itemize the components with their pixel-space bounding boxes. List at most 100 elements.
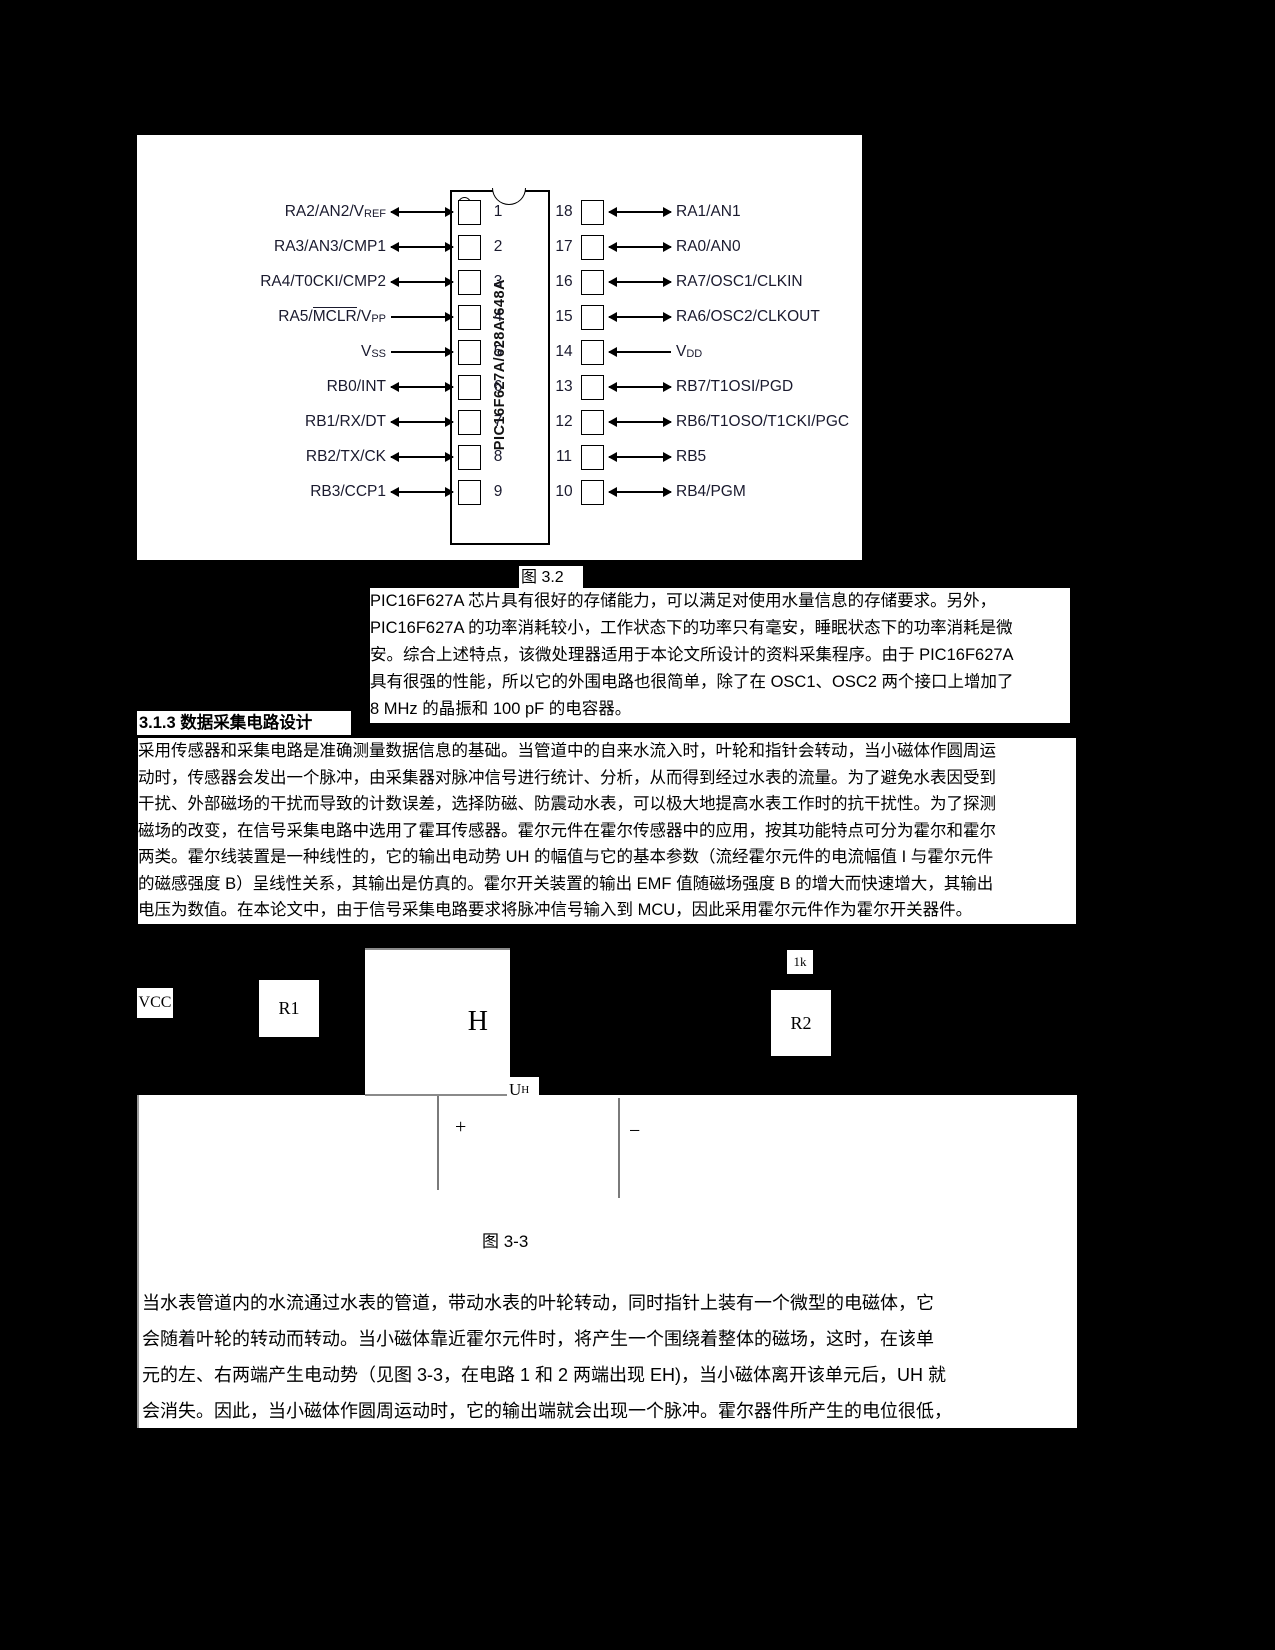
pin-row-left-8: RB2/TX/CK 8 — [197, 440, 515, 474]
pin-box — [458, 304, 481, 330]
pin-box — [458, 339, 481, 365]
pin-box — [581, 409, 604, 435]
resistor-r2-value-label: 1k — [787, 950, 813, 974]
pin-box — [458, 199, 481, 225]
pin-arrow-input — [391, 346, 454, 358]
pin-row-right-1: 18 RA1/AN1 — [547, 195, 867, 229]
pin-number: 18 — [555, 203, 573, 220]
pin-box — [458, 444, 481, 470]
pin-number: 3 — [493, 273, 503, 290]
pin-box — [581, 444, 604, 470]
pin-number: 8 — [493, 448, 503, 465]
pin-number: 17 — [555, 238, 573, 255]
pin-arrow-bidir — [390, 486, 454, 498]
pin-number: 4 — [493, 308, 503, 325]
pin-label-rb2: RB2/TX/CK — [305, 448, 386, 465]
paper-band-bottom — [137, 1280, 1077, 1428]
pin-number: 10 — [555, 483, 573, 500]
figure-3-3-caption: 图 3-3 — [480, 1230, 564, 1254]
hall-element-label: H — [467, 1006, 488, 1037]
pin-arrow-bidir — [608, 451, 672, 463]
pin-label-rb4: RB4/PGM — [676, 483, 746, 500]
pin-row-left-6: RB0/INT 6 — [197, 370, 515, 404]
pin-arrow-input — [391, 311, 454, 323]
pin-label-rb0: RB0/INT — [326, 378, 386, 395]
pin-number: 7 — [493, 413, 503, 430]
page-left-margin-rule-bottom — [137, 1280, 139, 1428]
pin-number: 15 — [555, 308, 573, 325]
pin-arrow-bidir — [390, 451, 454, 463]
pin-row-left-2: RA3/AN3/CMP1 2 — [197, 230, 515, 264]
pin-number: 6 — [493, 378, 503, 395]
pin-arrow-bidir — [390, 241, 454, 253]
pin-arrow-bidir — [608, 381, 672, 393]
pin-row-right-8: 11 RB5 — [547, 440, 867, 474]
pin-row-right-2: 17 RA0/AN0 — [547, 230, 867, 264]
pin-label-rb5: RB5 — [676, 448, 707, 465]
pin-box — [458, 409, 481, 435]
pin-row-left-9: RB3/CCP1 9 — [197, 475, 515, 509]
pin-number: 9 — [493, 483, 503, 500]
hall-element-core: H — [365, 948, 510, 1096]
pin-box — [581, 339, 604, 365]
pin-arrow-bidir — [608, 241, 672, 253]
section-heading-3-1-3: 3.1.3 数据采集电路设计 — [137, 711, 351, 735]
pin-label-ra1: RA1/AN1 — [676, 203, 741, 220]
paragraph-water-meter-operation: 当水表管道内的水流通过水表的管道，带动水表的叶轮转动，同时指针上装有一个微型的电… — [142, 1293, 952, 1421]
pin-box — [458, 234, 481, 260]
pin-arrow-bidir — [390, 276, 454, 288]
pin-number: 2 — [493, 238, 503, 255]
pin-label-ra7: RA7/OSC1/CLKIN — [676, 273, 803, 290]
pin-box — [458, 479, 481, 505]
pin-box — [458, 374, 481, 400]
polarity-minus-sign: − — [629, 1120, 641, 1142]
pin-arrow-bidir — [608, 276, 672, 288]
pin-number: 11 — [555, 448, 573, 465]
pin-box — [581, 479, 604, 505]
pin-row-left-4: RA5/MCLR/VPP 4 — [197, 300, 515, 334]
pin-row-left-3: RA4/T0CKI/CMP2 3 — [197, 265, 515, 299]
pin-label-ra0: RA0/AN0 — [676, 238, 741, 255]
pin-arrow-bidir — [390, 416, 454, 428]
pin-box — [581, 234, 604, 260]
pin-label-rb3: RB3/CCP1 — [310, 483, 386, 500]
paragraph-data-acquisition-circuit: 采用传感器和采集电路是准确测量数据信息的基础。当管道中的自来水流入时，叶轮和指针… — [138, 738, 1076, 924]
pin-arrow-bidir — [608, 206, 672, 218]
pin-row-right-4: 15 RA6/OSC2/CLKOUT — [547, 300, 867, 334]
vcc-label: VCC — [137, 988, 173, 1018]
pin-arrow-bidir — [608, 416, 672, 428]
pin-row-left-1: RA2/AN2/VREF 1 — [197, 195, 515, 229]
pin-label-ra5: RA5/MCLR/VPP — [278, 307, 386, 325]
figure-white-area — [137, 1095, 1077, 1280]
pin-label-vss: VSS — [360, 343, 386, 360]
wire-center-left — [437, 1030, 439, 1190]
pin-number: 13 — [555, 378, 573, 395]
pin-arrow-output — [608, 346, 671, 358]
pin-arrow-bidir — [390, 381, 454, 393]
pin-box — [581, 269, 604, 295]
polarity-plus-sign: + — [455, 1116, 467, 1138]
pin-row-right-3: 16 RA7/OSC1/CLKIN — [547, 265, 867, 299]
pin-label-rb1: RB1/RX/DT — [305, 413, 386, 430]
pin-label-ra4: RA4/T0CKI/CMP2 — [260, 273, 386, 290]
pin-number: 5 — [493, 343, 503, 360]
pin-label-ra3: RA3/AN3/CMP1 — [274, 238, 386, 255]
pin-arrow-bidir — [390, 206, 454, 218]
pin-row-right-6: 13 RB7/T1OSI/PGD — [547, 370, 867, 404]
wire-center-right — [618, 1098, 620, 1198]
page-left-margin-rule — [137, 1095, 139, 1280]
pinout-figure: PIC16F627A/628A/648A RA2/AN2/VREF 1 RA3/… — [137, 135, 862, 560]
paragraph-about-pic16f627a: PIC16F627A 芯片具有很好的存储能力，可以满足对使用水量信息的存储要求。… — [370, 588, 1070, 723]
pin-label-rb7: RB7/T1OSI/PGD — [676, 378, 794, 395]
pin-label-vdd: VDD — [676, 343, 703, 360]
resistor-r1-label: R1 — [259, 980, 319, 1037]
resistor-r2-label: R2 — [771, 990, 831, 1056]
pin-box — [581, 374, 604, 400]
pin-row-right-7: 12 RB6/T1OSO/T1CKI/PGC — [547, 405, 867, 439]
pin-row-right-5: 14 VDD — [547, 335, 867, 369]
pin-box — [581, 304, 604, 330]
pin-box — [581, 199, 604, 225]
pin-arrow-bidir — [608, 311, 672, 323]
pin-arrow-bidir — [608, 486, 672, 498]
